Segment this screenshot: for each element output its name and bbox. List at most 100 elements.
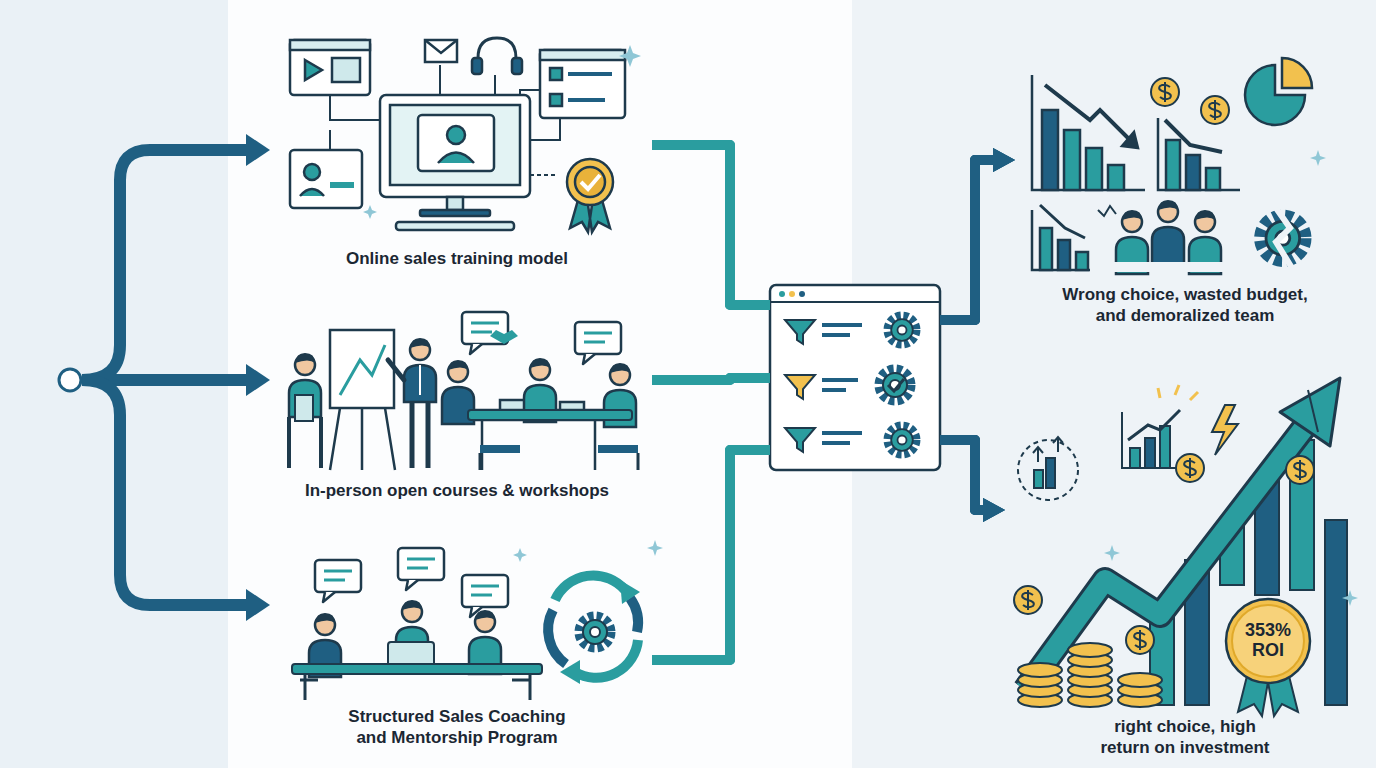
illustration-part-part <box>420 210 490 216</box>
flow-pipe <box>652 160 1001 660</box>
illustration-part <box>228 0 852 768</box>
flow-pipe-in <box>652 145 770 305</box>
option-node: In-person open courses & workshops <box>262 300 652 505</box>
option-node: right choice, high return on investment <box>1005 370 1365 762</box>
illustration-part-part <box>425 40 457 62</box>
illustration-part-part <box>1068 643 1112 657</box>
illustration-part-part <box>330 330 394 408</box>
illustration-part-part <box>1108 165 1124 190</box>
illustration-part-part <box>1032 210 1090 270</box>
illustration-part-part <box>290 40 370 50</box>
illustration-part-part <box>1158 118 1240 190</box>
flow-pipe-out <box>940 160 1001 320</box>
illustration-part <box>1280 378 1340 446</box>
illustration-part <box>620 580 640 604</box>
node-label: right choice, high return on investment <box>1090 717 1280 758</box>
illustration-part <box>419 365 421 395</box>
illustration-part <box>290 38 625 232</box>
illustration-part <box>560 660 580 684</box>
illustration-part-part <box>290 40 370 95</box>
flow-pipe-out <box>940 440 991 510</box>
illustration-part <box>292 664 542 674</box>
illustration-part-part <box>1325 520 1347 705</box>
illustration-part-part <box>398 548 444 590</box>
illustration-part <box>1018 440 1078 500</box>
illustration-part-part <box>1166 140 1180 190</box>
illustration-part <box>770 301 940 303</box>
flow-pipe <box>652 440 991 660</box>
illustration-part-part <box>1064 130 1080 190</box>
illustration-part <box>59 369 81 391</box>
illustration-part <box>1176 454 1204 482</box>
illustration-part-part <box>575 322 621 364</box>
illustration-part <box>1308 390 1318 432</box>
illustration-part <box>888 379 904 391</box>
illustration-part-part <box>396 222 514 230</box>
flow-pipe <box>652 378 991 510</box>
illustration-part-part <box>330 408 395 470</box>
illustration-part <box>82 150 250 605</box>
illustration-part <box>1276 208 1292 268</box>
illustration-part-part <box>550 94 562 106</box>
flow-pipe-out <box>940 440 991 510</box>
illustration-part-part <box>785 320 815 344</box>
illustration-part-part <box>1076 252 1088 270</box>
illustration-part-part <box>575 167 605 197</box>
illustration-part-part <box>340 345 385 395</box>
illustration-part-part <box>418 115 494 171</box>
illustration-part-part <box>1046 458 1055 488</box>
illustration-part-part <box>1040 228 1052 270</box>
illustration-part-part <box>1034 470 1043 488</box>
flow-pipe-in <box>652 450 770 660</box>
illustration-part-part <box>1130 448 1140 468</box>
illustration-part <box>300 674 530 700</box>
illustration-part-part <box>1282 58 1312 88</box>
illustration-part-part <box>472 58 482 74</box>
illustration-part <box>598 445 638 453</box>
illustration-part-part <box>581 175 600 189</box>
illustration-part <box>468 410 632 420</box>
illustration-part <box>1032 58 1312 270</box>
illustration-part-part <box>1118 673 1162 687</box>
illustration-part <box>1014 586 1042 614</box>
illustration-part-part <box>390 105 520 185</box>
node-label: Wrong choice, wasted budget, and demoral… <box>1060 285 1310 326</box>
illustration-part-part <box>500 400 526 410</box>
illustration-part-part <box>290 150 362 208</box>
illustration-part <box>1110 262 1230 272</box>
illustration-part-part <box>1032 75 1145 190</box>
illustration-part-part <box>1086 148 1102 190</box>
illustration-part-part <box>82 150 250 380</box>
illustration-part <box>295 395 313 421</box>
illustration-part <box>799 291 805 297</box>
illustration-part-part <box>315 560 361 602</box>
illustration-part <box>1286 456 1314 484</box>
illustration-part-part <box>1033 437 1063 462</box>
illustration-part-part <box>785 428 815 452</box>
illustration-part <box>548 598 638 664</box>
illustration-part <box>1025 420 1310 690</box>
flow-pipe <box>652 145 991 510</box>
illustration-part-part <box>630 598 638 632</box>
illustration-part-part <box>1040 205 1085 238</box>
illustration-part <box>289 417 321 468</box>
illustration-part <box>789 291 795 297</box>
option-node: Wrong choice, wasted budget, and demoral… <box>1015 60 1355 330</box>
illustration-part <box>1025 420 1310 690</box>
illustration-part-part <box>380 95 530 197</box>
illustration-part-part <box>1186 155 1200 190</box>
illustration-part <box>785 320 815 452</box>
illustration-part-part <box>785 375 815 399</box>
illustration-part-part <box>478 38 516 68</box>
illustration-part <box>579 616 611 648</box>
illustration-part-part <box>447 197 463 210</box>
illustration-part <box>404 338 436 402</box>
option-node: Structured Sales Coaching and Mentorship… <box>262 540 652 752</box>
illustration-part-part <box>1042 110 1058 190</box>
illustration-part <box>513 540 663 562</box>
illustration-part <box>1151 78 1179 106</box>
illustration-part <box>1201 96 1229 124</box>
illustration-part-part <box>1122 132 1138 148</box>
